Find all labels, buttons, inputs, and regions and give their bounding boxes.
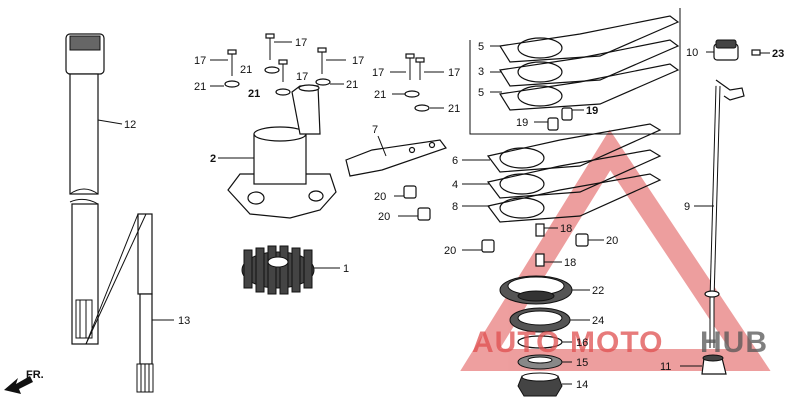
label-17-a: 17 bbox=[194, 55, 206, 67]
label-21-e: 21 bbox=[374, 89, 386, 101]
label-15: 15 bbox=[576, 357, 588, 369]
label-7: 7 bbox=[372, 124, 378, 136]
label-17-f: 17 bbox=[448, 67, 460, 79]
label-2: 2 bbox=[210, 153, 216, 165]
label-20-a: 20 bbox=[374, 191, 386, 203]
label-17-c: 17 bbox=[296, 71, 308, 83]
direction-label: FR. bbox=[26, 369, 44, 381]
gasket-set-upper bbox=[469, 8, 681, 135]
label-21-d: 21 bbox=[346, 79, 358, 91]
part-12-drive-shaft bbox=[65, 33, 123, 345]
part-2-pump-housing bbox=[218, 84, 337, 219]
collars-20 bbox=[394, 185, 604, 253]
part-16-shim bbox=[517, 335, 572, 349]
label-19-a: 19 bbox=[516, 117, 528, 129]
watermark-text-moto: MOTO bbox=[570, 326, 663, 359]
part-14-pinion-gear bbox=[517, 372, 572, 397]
label-4: 4 bbox=[452, 179, 458, 191]
direction-arrow: FR. bbox=[4, 369, 44, 394]
label-18-a: 18 bbox=[560, 223, 572, 235]
part-9-water-tube bbox=[694, 79, 745, 348]
label-8: 8 bbox=[452, 201, 458, 213]
part-7-plate bbox=[345, 135, 447, 177]
gasket-set-lower bbox=[462, 123, 662, 223]
fr-arrow-icon bbox=[4, 376, 33, 394]
watermark bbox=[460, 129, 771, 371]
label-17-e: 17 bbox=[372, 67, 384, 79]
label-17-b: 17 bbox=[295, 37, 307, 49]
label-3: 3 bbox=[478, 66, 484, 78]
label-5-a: 5 bbox=[478, 41, 484, 53]
label-5-b: 5 bbox=[478, 87, 484, 99]
label-24: 24 bbox=[592, 315, 604, 327]
part-22-bearing bbox=[499, 275, 590, 305]
part-23-screw bbox=[751, 49, 770, 56]
label-21-c: 21 bbox=[248, 88, 260, 100]
label-13: 13 bbox=[178, 315, 190, 327]
label-20-c: 20 bbox=[444, 245, 456, 257]
part-15-thrust-bearing bbox=[517, 354, 572, 370]
label-17-d: 17 bbox=[352, 55, 364, 67]
part-13-pinion-shaft bbox=[85, 213, 174, 393]
bolts-and-washers bbox=[210, 33, 444, 112]
watermark-text-auto: AUTO bbox=[472, 326, 560, 359]
part-1-impeller bbox=[241, 245, 340, 295]
label-1: 1 bbox=[343, 263, 349, 275]
watermark-text-hub: HUB bbox=[700, 326, 768, 359]
label-23: 23 bbox=[772, 48, 784, 60]
label-20-d: 20 bbox=[606, 235, 618, 247]
label-19-b: 19 bbox=[586, 105, 598, 117]
label-21-a: 21 bbox=[194, 81, 206, 93]
watermark-triangle bbox=[460, 129, 771, 371]
pins-18 bbox=[535, 223, 562, 267]
label-6: 6 bbox=[452, 155, 458, 167]
label-11: 11 bbox=[660, 361, 671, 373]
part-11-grommet bbox=[680, 354, 727, 375]
label-18-b: 18 bbox=[564, 257, 576, 269]
watermark-text: AUTO MOTO HUB bbox=[472, 326, 768, 359]
label-14: 14 bbox=[576, 379, 588, 391]
part-24-bearing bbox=[509, 307, 590, 333]
label-21-f: 21 bbox=[448, 103, 460, 115]
label-9: 9 bbox=[684, 201, 690, 213]
label-12: 12 bbox=[124, 119, 136, 131]
label-21-b: 21 bbox=[240, 64, 252, 76]
part-10-grommet bbox=[706, 39, 739, 61]
label-16: 16 bbox=[576, 337, 588, 349]
label-20-b: 20 bbox=[378, 211, 390, 223]
label-22: 22 bbox=[592, 285, 604, 297]
part-labels: 12 13 2 1 17 17 17 17 17 17 21 21 21 21 … bbox=[124, 37, 784, 391]
label-10: 10 bbox=[686, 47, 698, 59]
